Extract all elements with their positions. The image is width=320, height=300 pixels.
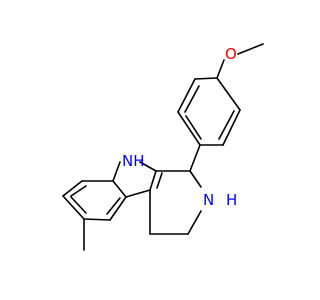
phenyl-bond-2: [222, 109, 241, 146]
c1-to-nh-bond: [189, 170, 202, 188]
phenyl-bond-1: [216, 77, 241, 111]
phenyl-bond-5: [177, 78, 196, 113]
benzene-inner-bond-2: [70, 185, 87, 197]
phenyl-to-c1-bond: [189, 144, 201, 172]
benzene-bond-5: [62, 180, 83, 197]
oxygen-to-ring-bond: [216, 59, 225, 79]
oxygen-label: O: [225, 45, 237, 63]
benzene-bond-3: [83, 218, 111, 221]
structure-canvas: O NH H N: [62, 43, 264, 251]
phenyl-inner-bond-1: [218, 110, 235, 140]
indole-nh-label: NH: [122, 152, 145, 170]
nh-to-ch2-bond: [187, 210, 202, 235]
c4a-to-c4b-bond: [125, 189, 151, 198]
molecule-structure-diagram: O NH H N: [62, 43, 264, 251]
phenyl-inner-bond-2: [184, 85, 200, 113]
phenyl-inner-bond-3: [185, 115, 202, 140]
c9a-to-nh-bond: [139, 161, 157, 172]
bond-lines: [62, 43, 264, 251]
nh-to-c8a-bond: [112, 161, 121, 182]
c9a-to-c4a-bond: [149, 170, 157, 191]
amine-h-label: H: [226, 191, 237, 209]
benzene-inner-bond-3: [70, 196, 87, 214]
phenyl-bond-6: [194, 77, 218, 80]
c9a-to-c4a-inner-bond: [156, 172, 163, 189]
amine-n-label: N: [203, 191, 214, 209]
benzene-bond-1: [112, 180, 127, 198]
methyl-to-oxygen-bond: [237, 43, 264, 55]
benzene-inner-bond-1: [106, 197, 121, 215]
atom-labels: O NH H N: [122, 45, 237, 209]
benzene-bond-4: [62, 195, 85, 220]
phenyl-bond-4: [177, 111, 201, 146]
benzene-bond-2: [109, 196, 127, 221]
